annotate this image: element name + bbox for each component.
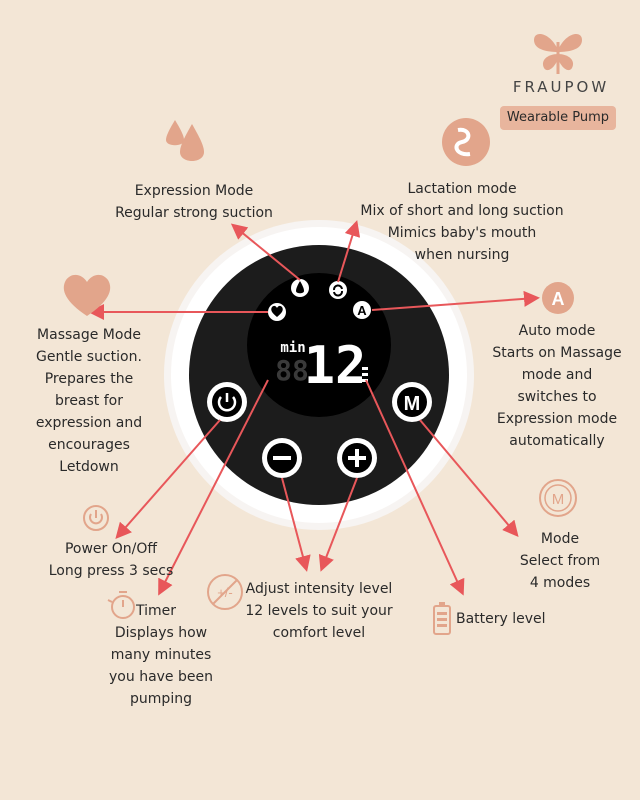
svg-text:M: M <box>404 393 421 415</box>
display-timer-value: 12 <box>304 336 367 396</box>
brand-name: FRAUPOW <box>512 78 610 96</box>
massage-label: Massage Mode Gentle suction. Prepares th… <box>35 327 143 475</box>
arrow-lactation <box>337 220 361 283</box>
arrow-power <box>115 419 221 540</box>
power-icon <box>217 396 237 412</box>
brand-logo <box>530 28 586 78</box>
heart-mode-indicator <box>268 303 286 321</box>
timer-title: Timer <box>136 603 177 619</box>
display-ghost-digits: 88 <box>275 354 309 387</box>
auto-mode-indicator: A <box>353 301 371 319</box>
arrow-timer <box>158 379 269 596</box>
power-button[interactable] <box>207 382 247 422</box>
lactation-label: Lactation mode Mix of short and long suc… <box>360 181 564 263</box>
arrow-battery <box>365 379 465 596</box>
intensity-label: Adjust intensity level 12 levels to suit… <box>245 581 393 641</box>
timer-label: Displays how many minutes you have been … <box>109 625 213 707</box>
heart-icon <box>63 274 111 316</box>
minus-button[interactable] <box>262 438 302 478</box>
svg-text:M: M <box>552 491 565 508</box>
expression-label: Expression Mode Regular strong suction <box>115 183 273 221</box>
arrow-mode <box>419 419 519 538</box>
power-label: Power On/Off Long press 3 secs <box>48 541 174 579</box>
battery-bars <box>362 367 368 382</box>
display-unit: min <box>280 340 305 356</box>
battery-icon <box>433 602 451 635</box>
mode-button[interactable]: M <box>392 382 432 422</box>
stopwatch-icon <box>107 591 135 619</box>
svg-text:A: A <box>552 289 565 309</box>
butterfly-icon <box>534 34 582 74</box>
arrow-plus <box>318 477 358 572</box>
minus-icon <box>273 456 291 460</box>
svg-text:A: A <box>357 303 367 318</box>
plus-button[interactable] <box>337 438 377 478</box>
product-badge: Wearable Pump <box>500 106 616 130</box>
arrow-minus <box>281 477 311 572</box>
drop-mode-indicator <box>291 279 309 297</box>
intensity-icon: +/- <box>207 574 243 610</box>
drops-icon <box>166 120 204 161</box>
auto-icon: A <box>542 282 574 314</box>
mode-label: Mode Select from 4 modes <box>519 531 601 591</box>
svg-text:+/-: +/- <box>217 585 233 600</box>
arrow-expression <box>230 223 301 281</box>
mode-outline-icon: M <box>539 479 577 517</box>
cycle-mode-indicator <box>329 281 347 299</box>
battery-label: Battery level <box>456 611 546 627</box>
callout-arrows <box>88 220 540 596</box>
arrow-auto <box>371 290 540 311</box>
power-outline-icon <box>83 505 109 531</box>
auto-label: Auto mode Starts on Massage mode and swi… <box>492 323 622 449</box>
lactation-icon <box>442 118 490 166</box>
